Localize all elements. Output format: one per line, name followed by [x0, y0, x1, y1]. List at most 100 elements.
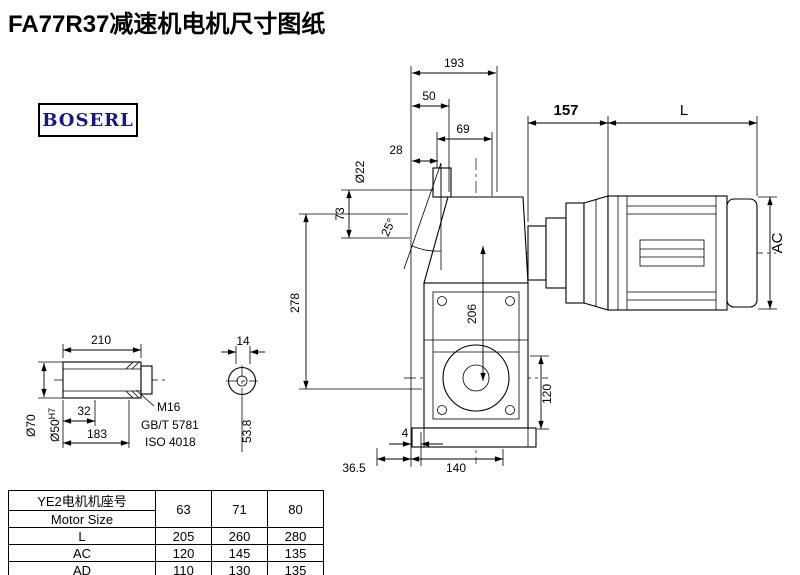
- dim-53-8: 53.8: [240, 419, 254, 443]
- motor-size-80: 80: [267, 490, 324, 528]
- coupling-step-1: [527, 225, 547, 281]
- value-AC-71: 145: [211, 544, 268, 562]
- value-L-71: 260: [211, 527, 268, 545]
- dim-120-label: 120: [540, 384, 554, 404]
- output-shaft-stub: [432, 167, 452, 198]
- page-title: FA77R37减速机电机尺寸图纸: [8, 11, 326, 38]
- dim-69: 69: [437, 122, 492, 142]
- row-label-AD: AD: [8, 561, 156, 575]
- value-AC-80: 135: [267, 544, 324, 562]
- shaft-end-view-outer: [227, 366, 257, 396]
- dim-140-label: 140: [446, 461, 466, 475]
- output-bore-inner: [462, 364, 490, 392]
- dim-4: 4: [389, 426, 443, 447]
- bolt-hole: [505, 296, 515, 306]
- shaft-end-view-bore: [236, 375, 248, 387]
- gearbox-housing: [411, 167, 537, 448]
- dim-157-label: 157: [553, 102, 578, 119]
- coupling-step-2: [545, 217, 567, 289]
- dim-50-label: 50: [422, 89, 436, 103]
- dim-210-label: 210: [91, 333, 111, 347]
- thread-label: M16: [157, 400, 181, 414]
- angle-arc: [411, 245, 442, 252]
- dim-32: 32: [63, 404, 95, 424]
- dim-32-label: 32: [77, 404, 91, 418]
- dim-193: 193: [412, 56, 496, 76]
- input-flange: [565, 202, 585, 304]
- table-header-cn: YE2电机机座号: [8, 490, 156, 511]
- dim-25deg-label: 25°: [378, 216, 398, 239]
- dim-36-5: 36.5: [342, 456, 411, 475]
- dim-210: 210: [63, 333, 141, 353]
- dim-AC-label: AC: [769, 232, 786, 253]
- dim-dia70: Ø70: [24, 363, 47, 437]
- dim-14-label: 14: [236, 334, 250, 348]
- dim-L: L: [608, 102, 757, 126]
- motor-size-table: YE2电机机座号 63 71 80 Motor Size L 205 260 2…: [8, 490, 324, 575]
- output-bore-outer: [442, 344, 510, 412]
- housing-main-body: [423, 282, 529, 429]
- dim-28-label: 28: [389, 143, 403, 157]
- table-header-en: Motor Size: [8, 510, 156, 528]
- dim-dia70-label: Ø70: [24, 414, 38, 437]
- dim-14: 14: [221, 334, 265, 355]
- dim-278: 278: [288, 214, 309, 389]
- value-L-80: 280: [267, 527, 324, 545]
- dim-278-label: 278: [288, 293, 302, 313]
- dim-AC: AC: [767, 197, 786, 309]
- bolt-hole: [505, 405, 515, 415]
- dim-dia22: Ø22: [353, 160, 367, 183]
- housing-bottom-flange: [411, 427, 537, 448]
- dim-157: 157: [528, 102, 608, 126]
- shaft-end: [140, 365, 153, 395]
- motor-size-63: 63: [155, 490, 212, 528]
- standard-gb-label: GB/T 5781: [141, 418, 199, 432]
- brand-logo-text: BOSERL: [42, 109, 134, 131]
- dim-183-label: 183: [87, 427, 107, 441]
- dim-28: 28: [389, 143, 438, 164]
- fan-cover: [726, 198, 758, 308]
- shaft-body: [62, 361, 142, 399]
- dim-dia50h7: Ø50H7: [47, 408, 62, 442]
- dim-4-label: 4: [402, 426, 409, 440]
- row-label-AC: AC: [8, 544, 156, 562]
- housing-inner-face: [432, 291, 520, 420]
- value-L-63: 205: [155, 527, 212, 545]
- bolt-hole: [437, 296, 447, 306]
- dim-L-label: L: [680, 102, 688, 119]
- dim-120: 120: [538, 356, 554, 429]
- table-row-AD: AD 110 130 135: [8, 561, 324, 575]
- value-AD-71: 130: [211, 561, 268, 575]
- dim-dia22-label: Ø22: [353, 160, 367, 183]
- dim-36-5-label: 36.5: [342, 461, 366, 475]
- value-AC-63: 120: [155, 544, 212, 562]
- bolt-hole: [437, 405, 447, 415]
- value-AD-80: 135: [267, 561, 324, 575]
- motor-nameplate: [639, 239, 705, 267]
- dim-206: 206: [465, 246, 486, 381]
- motor-assembly: [527, 195, 758, 311]
- row-label-L: L: [8, 527, 156, 545]
- housing-upper-section: [423, 196, 529, 284]
- standard-iso-label: ISO 4018: [145, 435, 196, 449]
- dim-dia50h7-label: Ø50H7: [47, 408, 62, 442]
- dim-193-label: 193: [444, 56, 464, 70]
- motor-size-71: 71: [211, 490, 268, 528]
- dim-206-label: 206: [465, 304, 479, 324]
- brand-logo-box: BOSERL: [38, 103, 138, 137]
- value-AD-63: 110: [155, 561, 212, 575]
- dim-53-8-label: 53.8: [240, 419, 254, 443]
- extension-lines: [38, 66, 777, 467]
- dim-50: 50: [412, 89, 449, 109]
- dim-183: 183: [63, 427, 129, 446]
- dim-140: 140: [411, 456, 503, 475]
- thread-callout: M16 GB/T 5781 ISO 4018: [141, 400, 199, 449]
- dim-73-label: 73: [333, 207, 347, 221]
- table-row-AC: AC 120 145 135: [8, 544, 324, 562]
- dim-73: 73: [333, 190, 352, 238]
- dim-69-label: 69: [456, 122, 470, 136]
- motor-body: [607, 195, 728, 311]
- table-row-L: L 205 260 280: [8, 527, 324, 545]
